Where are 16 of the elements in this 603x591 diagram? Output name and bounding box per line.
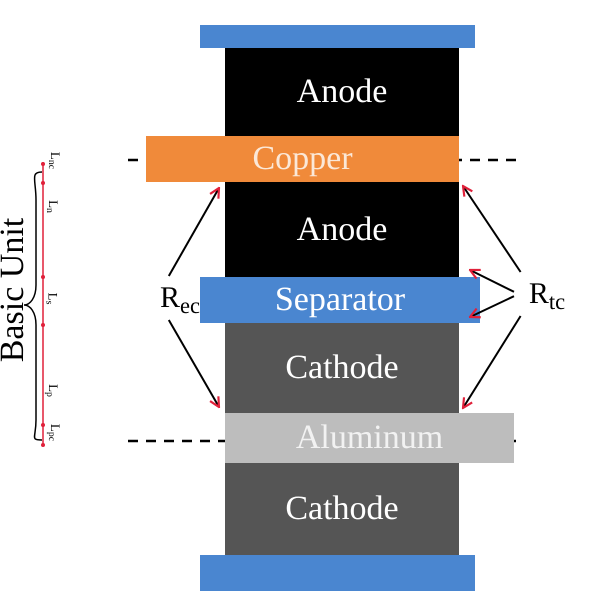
arrow xyxy=(468,295,514,318)
copper-layer: Copper xyxy=(146,136,459,182)
axis-label: Basic Unit xyxy=(0,216,30,364)
resistance-label: R$_{tc}$ xyxy=(514,272,580,316)
arrow xyxy=(462,315,522,410)
end-plate xyxy=(200,25,475,48)
cathode-layer: Cathode xyxy=(225,323,459,413)
arrow xyxy=(168,320,220,408)
arrow xyxy=(168,186,220,276)
separator-layer: Separator xyxy=(200,277,480,323)
end-plate xyxy=(200,555,475,591)
cathode-layer: Cathode xyxy=(225,463,459,555)
arrow xyxy=(462,184,522,273)
arrow xyxy=(468,268,514,293)
anode-layer: Anode xyxy=(225,182,459,277)
anode-layer: Anode xyxy=(225,48,459,136)
